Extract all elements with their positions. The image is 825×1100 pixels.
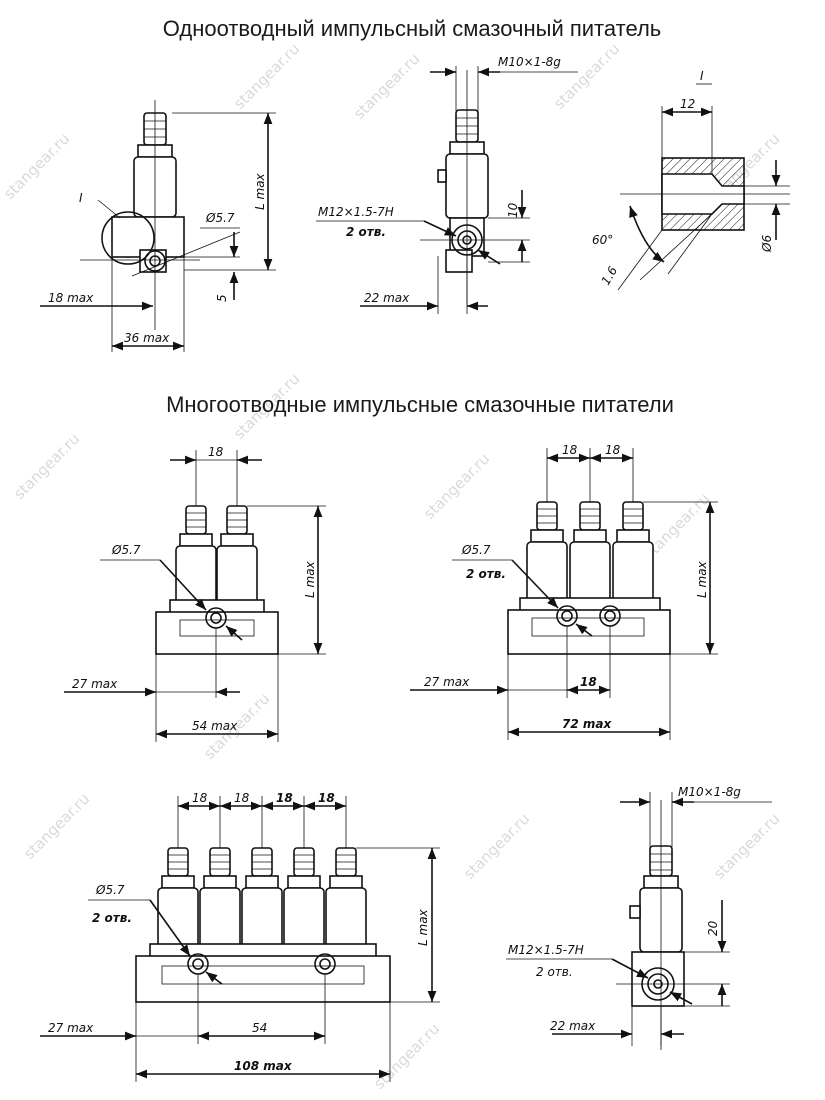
dim-angle-60: 60° [592, 233, 613, 247]
multi-feeder-side-view: M10×1-8g M12×1.5-7H 2 отв. 20 22 max [506, 785, 772, 1050]
dim-thread-m10: M10×1-8g [498, 55, 561, 69]
two-outlet-feeder-view: 18 Ø5.7 L max 27 max 54 max [64, 445, 326, 742]
dim-thread-m12: M12×1.5-7H [318, 205, 394, 219]
watermark: stangear.ru [0, 130, 73, 203]
watermark: stangear.ru [710, 810, 783, 883]
dim-thread-m10: M10×1-8g [678, 785, 741, 799]
dim-1-6: 1.6 [598, 264, 620, 288]
watermark: stangear.ru [20, 790, 93, 863]
dim-18-a: 18 [562, 443, 578, 457]
watermark: stangear.ru [420, 450, 493, 523]
dim-20: 20 [706, 920, 720, 936]
dim-dia-5-7: Ø5.7 [111, 543, 141, 557]
outlet-unit [199, 847, 241, 951]
single-feeder-side-view: M10×1-8g M12×1.5-7H 2 отв. 10 22 max [316, 55, 578, 314]
dim-18-b: 18 [234, 791, 250, 805]
dim-22-max: 22 max [364, 291, 410, 305]
dim-l-max: L max [416, 908, 430, 946]
dim-dia-5-7: Ø5.7 [461, 543, 491, 557]
dim-holes-count: 2 отв. [92, 911, 132, 925]
watermark: stangear.ru [10, 430, 83, 503]
dim-27-max: 27 max [424, 675, 470, 689]
outlet-unit [283, 847, 325, 951]
dim-thread-m12: M12×1.5-7H [508, 943, 584, 957]
detail-label: I [700, 69, 704, 83]
watermark: stangear.ru [230, 40, 303, 113]
single-feeder-front-view: I Ø5.7 L max 5 18 max 36 max [40, 100, 276, 352]
dim-5: 5 [215, 294, 229, 302]
dim-holes-count: 2 отв. [346, 225, 386, 239]
dim-dia-5-7: Ø5.7 [205, 211, 235, 225]
outlet-unit [216, 505, 258, 607]
watermark: stangear.ru [460, 810, 533, 883]
dim-108-max: 108 max [234, 1059, 293, 1073]
dim-72-max: 72 max [562, 717, 612, 731]
watermark: stangear.ru [350, 50, 423, 123]
dim-l-max: L max [695, 560, 709, 598]
view-label-i: I [79, 191, 83, 205]
outlet-unit [526, 501, 568, 605]
dim-holes-count: 2 отв. [536, 965, 573, 979]
dim-27-max: 27 max [72, 677, 118, 691]
dim-54: 54 [252, 1021, 267, 1035]
title-multi-feeder: Многоотводные импульсные смазочные питат… [166, 392, 674, 417]
dim-dia-5-7: Ø5.7 [95, 883, 125, 897]
watermark: stangear.ru [550, 40, 623, 113]
dim-holes-count: 2 отв. [466, 567, 506, 581]
title-single-feeder: Одноотводный импульсный смазочный питате… [163, 16, 662, 41]
outlet-unit [157, 847, 199, 951]
dim-l-max: L max [253, 172, 267, 210]
detail-view-i: I 12 Ø6 60° 1.6 [592, 69, 790, 291]
dim-36-max: 36 max [124, 331, 170, 345]
dim-27-max: 27 max [48, 1021, 94, 1035]
dim-18-d: 18 [318, 791, 335, 805]
outlet-unit [612, 501, 654, 605]
dim-18-b: 18 [605, 443, 621, 457]
dim-18-a: 18 [192, 791, 208, 805]
outlet-unit [241, 847, 283, 951]
watermark: stangear.ru [370, 1020, 443, 1093]
dim-18: 18 [208, 445, 224, 459]
dim-l-max: L max [303, 560, 317, 598]
dim-dia-6: Ø6 [760, 235, 774, 253]
three-outlet-feeder-view: 18 18 Ø5.7 2 отв. L max 27 max 18 72 max [410, 443, 718, 740]
outlet-unit [175, 505, 217, 607]
dim-10: 10 [506, 202, 520, 218]
five-outlet-feeder-view: 18 18 18 18 Ø5.7 2 отв. L max 27 max 54 … [40, 791, 440, 1082]
dim-12: 12 [680, 97, 695, 111]
dim-54-max: 54 max [192, 719, 238, 733]
dim-18-c: 18 [276, 791, 293, 805]
dim-18-c: 18 [580, 675, 597, 689]
dim-18-max: 18 max [48, 291, 94, 305]
outlet-unit [325, 847, 367, 951]
dim-22-max: 22 max [550, 1019, 596, 1033]
outlet-unit [569, 501, 611, 605]
